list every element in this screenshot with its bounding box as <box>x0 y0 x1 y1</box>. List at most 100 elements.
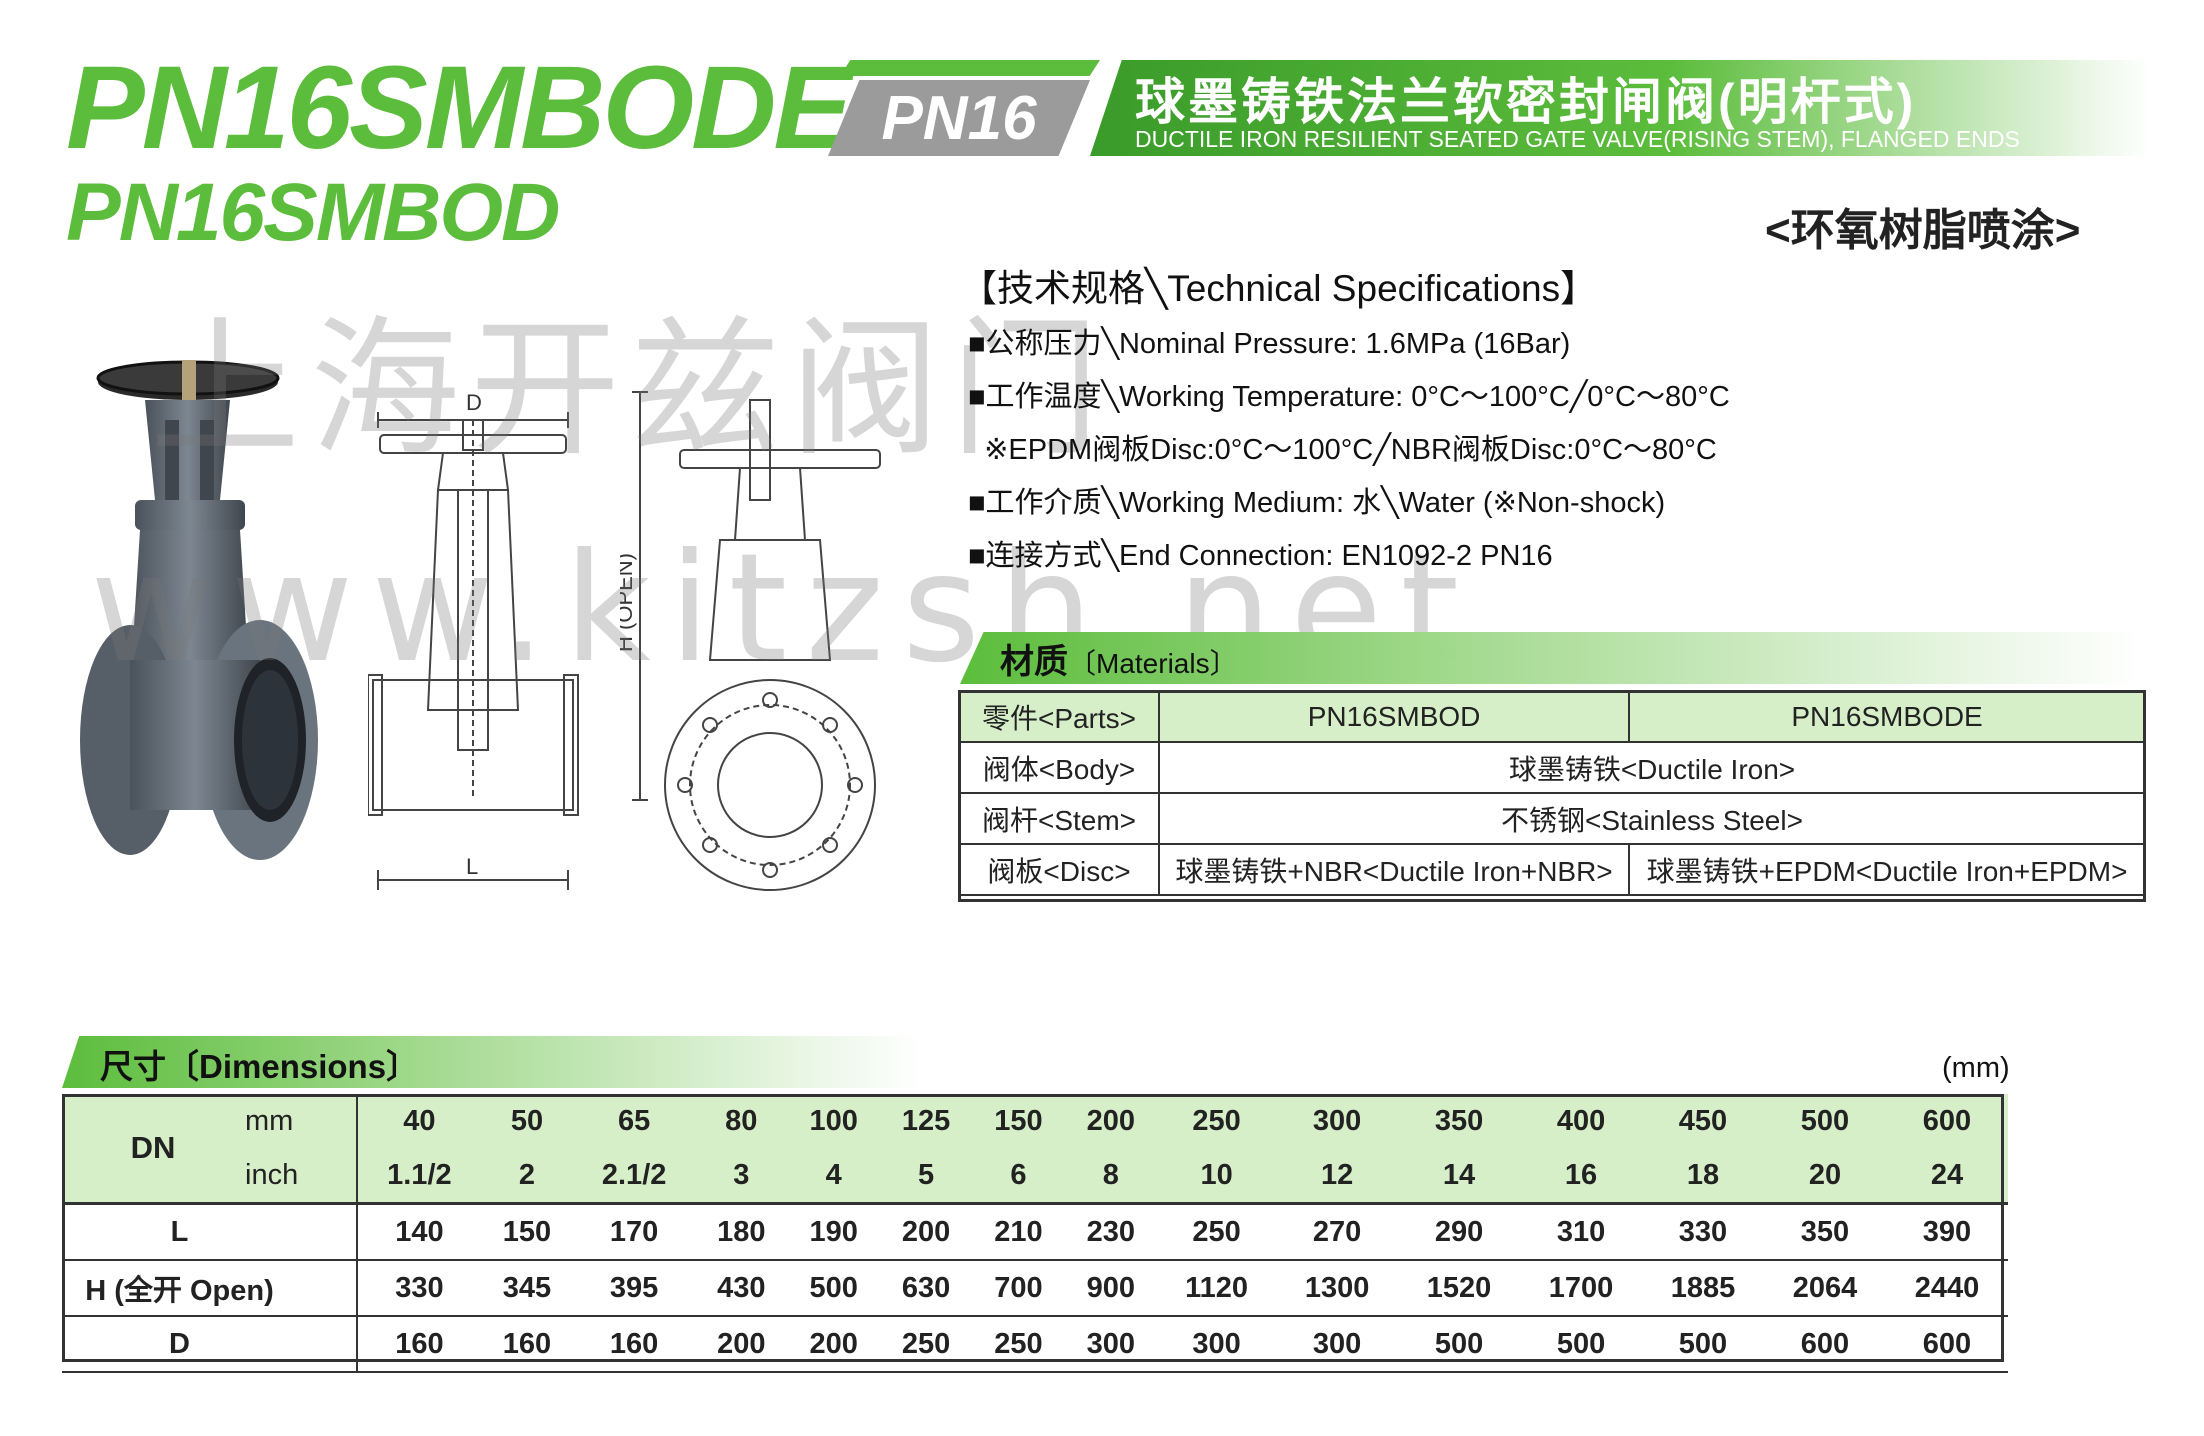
dimensions-value-cell: 160 <box>357 1316 481 1373</box>
dimensions-value-cell: 200 <box>787 1316 880 1373</box>
materials-row-body: 阀体<Body> 球墨铸铁<Ductile Iron> <box>958 741 2146 794</box>
dn-inch-cell: 6 <box>972 1148 1065 1205</box>
dimensions-unit: (mm) <box>1942 1052 2010 1084</box>
dimensions-value-cell: 1700 <box>1520 1260 1642 1317</box>
dimensions-value-cell: 350 <box>1763 1203 1886 1261</box>
dimensions-value-cell: 600 <box>1763 1316 1886 1373</box>
dn-mm-cell: 150 <box>972 1094 1065 1148</box>
spec-disc-temperature: ※EPDM阀板Disc:0°C～100°C╱NBR阀板Disc:0°C～80°C <box>968 434 1717 466</box>
materials-row-stem: 阀杆<Stem> 不锈钢<Stainless Steel> <box>958 792 2146 845</box>
dn-inch-cell: 20 <box>1763 1148 1886 1205</box>
dimensions-value-cell: 345 <box>480 1260 574 1317</box>
materials-header-band <box>960 632 2140 684</box>
materials-table: 零件<Parts> PN16SMBOD PN16SMBODE 阀体<Body> … <box>958 690 2146 896</box>
dn-mm-cell: 350 <box>1398 1094 1521 1148</box>
dimensions-value-cell: 140 <box>357 1203 481 1261</box>
dn-mm-cell: 600 <box>1885 1094 2008 1148</box>
dimensions-value-cell: 300 <box>1276 1316 1399 1373</box>
drawing-label-l: L <box>466 854 478 879</box>
materials-row-disc: 阀板<Disc> 球墨铸铁+NBR<Ductile Iron+NBR> 球墨铸铁… <box>958 843 2146 896</box>
materials-col-parts: 零件<Parts> <box>958 690 1160 743</box>
dimensions-value-cell: 2064 <box>1763 1260 1886 1317</box>
dimensions-value-cell: 210 <box>972 1203 1065 1261</box>
badge-top-stripe <box>840 60 1100 76</box>
dn-inch-cell: 2.1/2 <box>573 1148 696 1205</box>
dimensions-value-cell: 1520 <box>1398 1260 1521 1317</box>
dimensions-value-cell: 1885 <box>1642 1260 1764 1317</box>
side-view-drawing: D L <box>368 390 579 890</box>
dn-mm-cell: 250 <box>1157 1094 1277 1148</box>
materials-disc-smbode: 球墨铸铁+EPDM<Ductile Iron+EPDM> <box>1628 843 2146 896</box>
dimensions-value-cell: 150 <box>480 1203 574 1261</box>
dimensions-value-cell: 500 <box>1642 1316 1764 1373</box>
dimensions-mm-label: mm <box>244 1094 358 1148</box>
dimensions-row-label: H (全开 Open) <box>62 1260 358 1317</box>
dimensions-value-cell: 390 <box>1885 1203 2008 1261</box>
valve-photo <box>80 360 318 860</box>
dn-mm-cell: 200 <box>1064 1094 1158 1148</box>
spec-nominal-pressure: ■公称压力╲Nominal Pressure: 1.6MPa (16Bar) <box>968 328 1571 360</box>
model-title-main: PN16SMBODE <box>66 42 852 174</box>
dimensions-inch-label: inch <box>244 1148 358 1205</box>
dn-mm-cell: 80 <box>695 1094 788 1148</box>
dimensions-value-cell: 330 <box>1642 1203 1764 1261</box>
dimensions-value-cell: 230 <box>1064 1203 1158 1261</box>
materials-title: 材质〔Materials〕 <box>1000 634 1238 683</box>
materials-title-cn: 材质 <box>1000 643 1068 681</box>
model-title-sub: PN16SMBOD <box>66 167 560 258</box>
dn-inch-cell: 12 <box>1276 1148 1399 1205</box>
product-title-en: DUCTILE IRON RESILIENT SEATED GATE VALVE… <box>1135 126 2020 152</box>
drawing-label-h: H (OPEN) <box>620 553 637 652</box>
spec-working-medium: ■工作介质╲Working Medium: 水╲Water (※Non-shoc… <box>968 487 1666 519</box>
materials-disc-smbod: 球墨铸铁+NBR<Ductile Iron+NBR> <box>1157 843 1631 896</box>
dn-inch-cell: 5 <box>879 1148 973 1205</box>
dn-mm-cell: 125 <box>879 1094 973 1148</box>
dn-inch-cell: 16 <box>1520 1148 1642 1205</box>
dimensions-value-cell: 250 <box>1157 1203 1277 1261</box>
materials-part-stem: 阀杆<Stem> <box>958 792 1160 845</box>
dn-inch-cell: 14 <box>1398 1148 1521 1205</box>
dimensions-value-cell: 330 <box>357 1260 481 1317</box>
dimensions-value-cell: 430 <box>695 1260 788 1317</box>
dimensions-value-cell: 290 <box>1398 1203 1521 1261</box>
dimensions-value-cell: 160 <box>480 1316 574 1373</box>
materials-col-smbod: PN16SMBOD <box>1157 690 1631 743</box>
dimensions-value-cell: 180 <box>695 1203 788 1261</box>
dn-mm-cell: 40 <box>357 1094 481 1148</box>
materials-part-body: 阀体<Body> <box>958 741 1160 794</box>
dimensions-value-cell: 395 <box>573 1260 696 1317</box>
drawing-label-d: D <box>466 390 482 415</box>
front-view-drawing: H (OPEN) <box>620 391 881 891</box>
dimensions-value-cell: 1120 <box>1157 1260 1277 1317</box>
dn-inch-cell: 8 <box>1064 1148 1158 1205</box>
dimensions-value-cell: 170 <box>573 1203 696 1261</box>
dn-mm-cell: 400 <box>1520 1094 1642 1148</box>
dn-mm-cell: 500 <box>1763 1094 1886 1148</box>
product-title-cn: 球墨铸铁法兰软密封闸阀(明杆式) <box>1135 74 1917 130</box>
dn-mm-cell: 300 <box>1276 1094 1399 1148</box>
materials-part-disc: 阀板<Disc> <box>958 843 1160 896</box>
materials-stem-material: 不锈钢<Stainless Steel> <box>1158 792 2146 845</box>
dimensions-value-cell: 160 <box>573 1316 696 1373</box>
dn-mm-cell: 450 <box>1642 1094 1764 1148</box>
dn-inch-cell: 3 <box>695 1148 788 1205</box>
dimensions-value-cell: 310 <box>1520 1203 1642 1261</box>
dn-inch-cell: 2 <box>480 1148 574 1205</box>
dn-inch-cell: 1.1/2 <box>357 1148 481 1205</box>
spec-end-connection: ■连接方式╲End Connection: EN1092-2 PN16 <box>968 540 1553 572</box>
dimensions-value-cell: 500 <box>787 1260 880 1317</box>
dimensions-value-cell: 250 <box>972 1316 1065 1373</box>
dn-inch-cell: 24 <box>1885 1148 2008 1205</box>
dn-inch-cell: 10 <box>1157 1148 1277 1205</box>
dimensions-value-cell: 500 <box>1520 1316 1642 1373</box>
dimensions-value-cell: 500 <box>1398 1316 1521 1373</box>
dimensions-value-cell: 700 <box>972 1260 1065 1317</box>
coating-note: <环氧树脂喷涂> <box>1765 206 2081 255</box>
dimensions-dn-label: DN <box>62 1094 244 1205</box>
